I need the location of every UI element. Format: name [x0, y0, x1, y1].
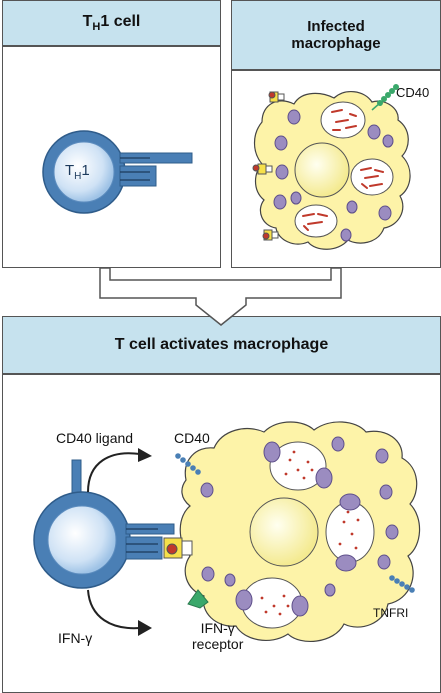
th1-cell-stripes [120, 157, 150, 181]
th1-header: TH1 cell [2, 0, 221, 46]
th1-header-title: TH1 cell [82, 12, 141, 34]
th1-cell-label: TH1 [65, 162, 90, 182]
cd40-ligand-label: CD40 ligand [56, 430, 134, 446]
cd40-label-top: CD40 [396, 85, 430, 100]
activation-title: T cell activates macrophage [114, 336, 329, 353]
ifn-gamma-label: IFN-γ [58, 630, 93, 646]
infected-macrophage [252, 84, 411, 250]
ifn-receptor-label: IFN-γ receptor [192, 620, 243, 652]
tnfri-chain [389, 575, 415, 593]
macrophage-header-line2: macrophage [291, 35, 381, 52]
macrophage-header: Infected macrophage [231, 0, 441, 70]
cd40-leader [371, 102, 381, 111]
ifn-arrowhead [138, 620, 152, 636]
ifn-gamma-receptor [187, 589, 209, 609]
cd40-ligand-arrowhead [138, 448, 152, 462]
macrophage-header-line1: Infected [307, 18, 365, 35]
cd40-label-bottom: CD40 [174, 430, 210, 446]
activated-t-cell [33, 459, 193, 589]
merge-connector [99, 267, 342, 326]
activated-macrophage [179, 421, 421, 642]
cd40-ligand-arrow [87, 452, 141, 493]
tnfri-label: TNFRI [373, 606, 409, 620]
ifn-receptor-label-line1: IFN-γ [200, 620, 235, 636]
ifn-arrow [87, 589, 141, 630]
ifn-receptor-label-line2: receptor [192, 636, 244, 652]
th1-cell [42, 130, 193, 214]
cd40-chain [175, 453, 201, 475]
